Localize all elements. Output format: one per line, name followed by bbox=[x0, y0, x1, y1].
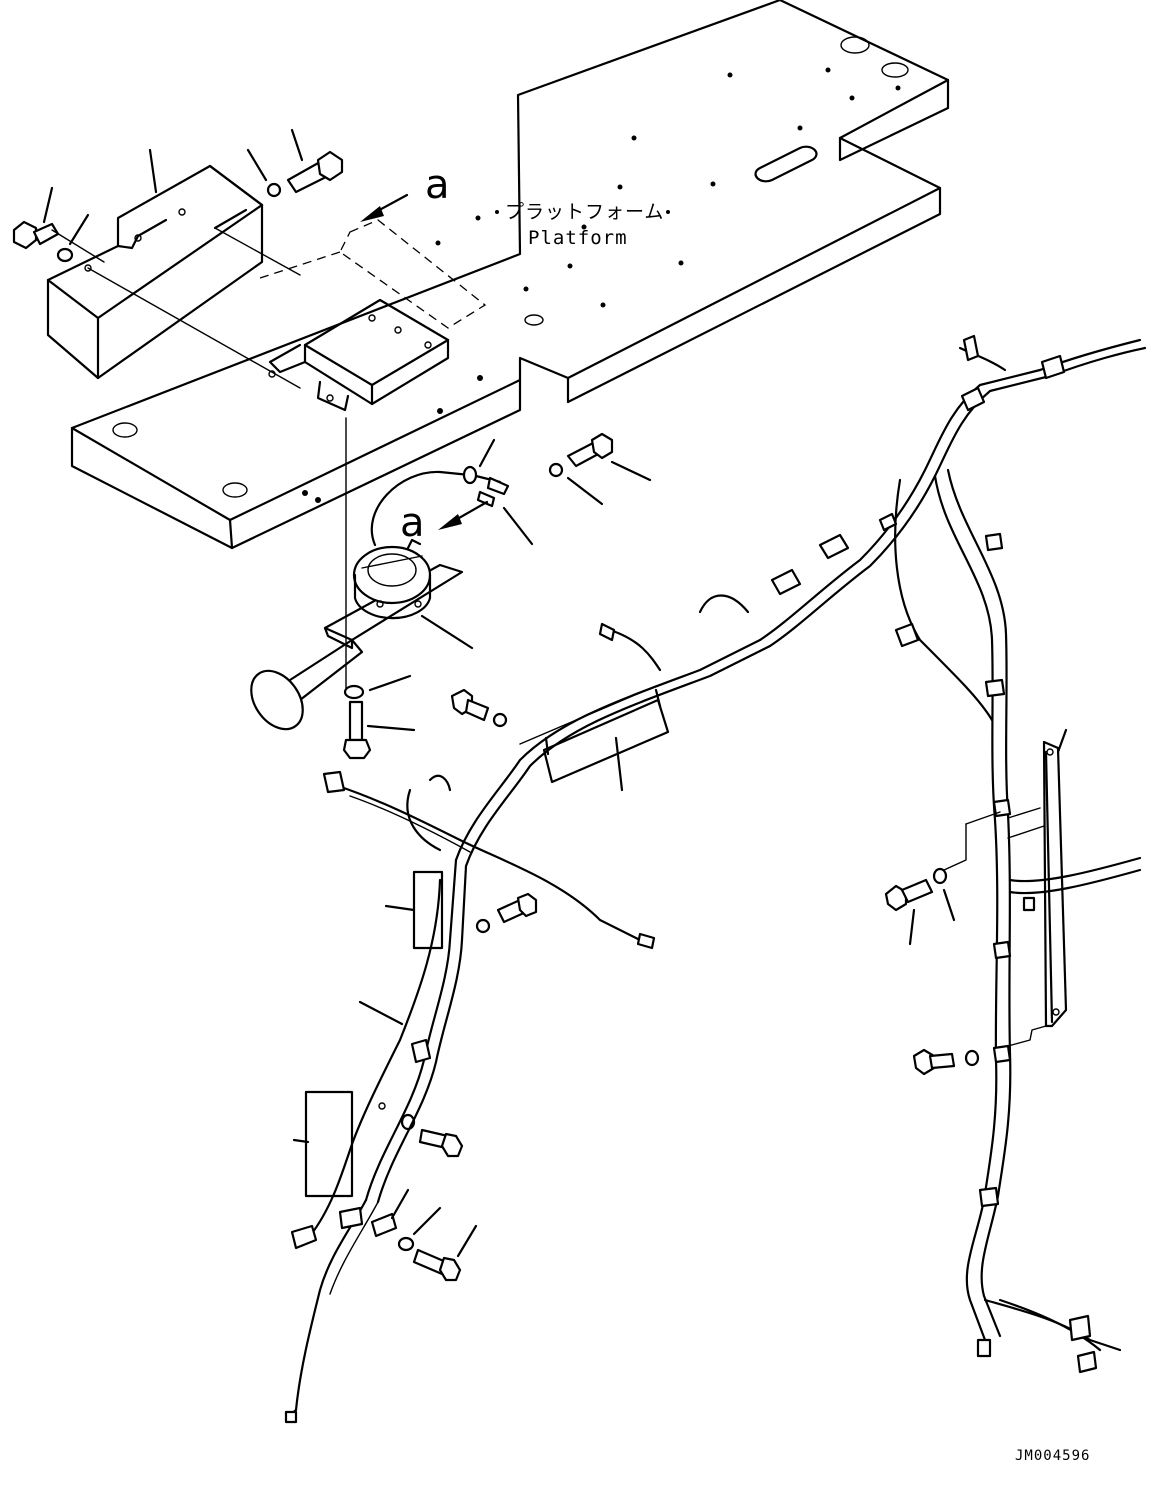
view-marker-a-top: a bbox=[425, 162, 450, 208]
leader-lines-right bbox=[908, 728, 1068, 946]
bolt-6 bbox=[496, 892, 538, 924]
leader-lines-top bbox=[42, 128, 304, 246]
harness-main bbox=[284, 334, 1147, 1424]
drawing-code: JM004596 bbox=[1015, 1448, 1090, 1464]
bolt-7 bbox=[418, 1128, 464, 1158]
view-marker-a-lower: a bbox=[400, 500, 425, 546]
view-arrow-a-lower: a bbox=[400, 500, 489, 546]
platform-label-en: Platform bbox=[528, 227, 628, 249]
harness-right bbox=[894, 468, 1142, 1374]
leader-lines-horn bbox=[366, 438, 652, 732]
washer-1 bbox=[56, 247, 74, 263]
bolt-10 bbox=[912, 1048, 956, 1076]
bolt-3 bbox=[566, 432, 614, 468]
view-arrow-a-top: a bbox=[360, 162, 450, 222]
bolt-4 bbox=[342, 700, 372, 760]
bolt-2 bbox=[286, 150, 344, 194]
leader-lines-left bbox=[292, 736, 624, 1258]
washer-4 bbox=[343, 684, 365, 700]
washer-9 bbox=[932, 867, 948, 885]
horn-mount-bracket bbox=[268, 298, 450, 412]
horn-assembly bbox=[250, 465, 510, 731]
platform-label-jp: プラットフォーム bbox=[505, 201, 664, 223]
washer-7 bbox=[400, 1113, 416, 1131]
cover-box bbox=[46, 164, 301, 389]
bolt-9 bbox=[884, 878, 934, 912]
bolt-5 bbox=[450, 688, 490, 722]
platform-plate: プラットフォーム Platform bbox=[70, 0, 950, 550]
bolt-1 bbox=[12, 220, 105, 263]
washer-3 bbox=[548, 462, 564, 478]
washer-6 bbox=[475, 918, 491, 934]
bolt-8 bbox=[412, 1248, 462, 1282]
washer-2 bbox=[266, 182, 282, 198]
washer-5 bbox=[492, 712, 508, 728]
washer-8 bbox=[397, 1236, 415, 1252]
washer-10 bbox=[964, 1049, 980, 1067]
